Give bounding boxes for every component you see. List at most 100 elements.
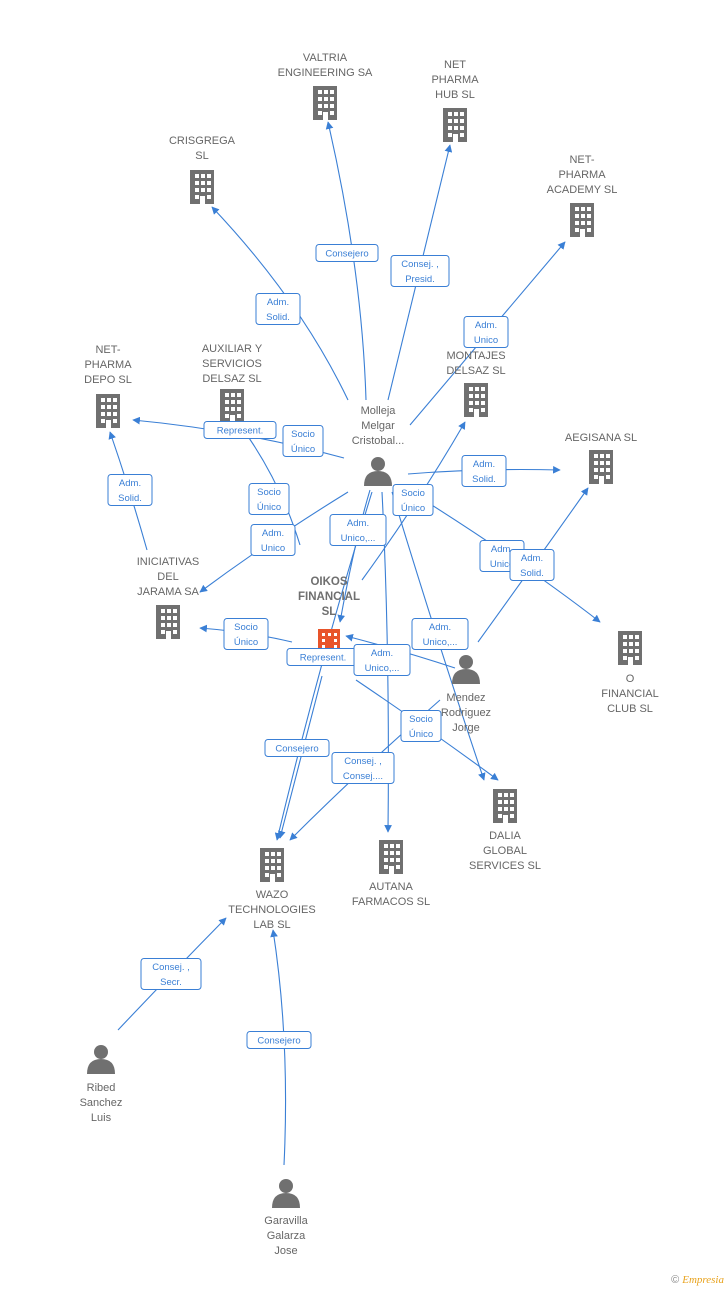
building-icon — [493, 789, 517, 823]
edge-label-iniciativas-depo[interactable]: Adm.Solid. — [107, 474, 153, 506]
edge-label-mendez-ofc[interactable]: Adm.Solid. — [509, 549, 555, 581]
building-icon — [589, 450, 613, 484]
edge-label-crisgrega[interactable]: Adm.Solid. — [255, 293, 301, 325]
building-icon — [464, 383, 488, 417]
building-icon — [260, 848, 284, 882]
edge-label-text: Adm.Unico,... — [423, 622, 458, 648]
edge-label-text: Adm.Unico — [474, 320, 498, 346]
building-icon — [313, 86, 337, 120]
footer-brand[interactable]: © Empresia — [671, 1274, 724, 1286]
edge-label-text: Adm.Solid. — [472, 459, 496, 485]
building-icon — [443, 108, 467, 142]
edge-label-text: Consejero — [275, 744, 318, 755]
building-icon — [379, 840, 403, 874]
building-icon — [96, 394, 120, 428]
edge-label-netdepo[interactable]: Represent. — [203, 421, 277, 439]
edge-label-mendez-oikos[interactable]: Adm.Unico,... — [411, 618, 469, 650]
edge-label-oikos-dalia[interactable]: Adm.Unico,... — [353, 644, 411, 676]
edge-label-text: Consej. ,Consej.... — [343, 756, 383, 782]
edge-label-text: Adm.Solid. — [520, 553, 544, 579]
edge-label-nethub[interactable]: Consej. ,Presid. — [390, 255, 450, 287]
edge-label-represent-oikos[interactable]: Represent. — [286, 648, 360, 666]
edge-label-wazo-consejero[interactable]: Consejero — [264, 739, 330, 757]
node-label: AEGISANA SL — [565, 432, 637, 444]
building-icon — [156, 605, 180, 639]
edge-label-netacademy[interactable]: Adm.Unico — [463, 316, 509, 348]
person-icon — [364, 457, 392, 486]
node-aegisana[interactable]: AEGISANA SL — [565, 432, 637, 484]
copyright-icon: © — [671, 1274, 680, 1286]
edge-label-valtria[interactable]: Consejero — [315, 244, 379, 262]
edge-label-text: Consejero — [257, 1036, 300, 1047]
edge-label-wazo-consej[interactable]: Consej. ,Consej.... — [331, 752, 395, 784]
edge-label-text: Consejero — [325, 249, 368, 260]
edge-label-text: Adm.Solid. — [266, 297, 290, 323]
building-icon — [190, 170, 214, 204]
brand-logo: Empresia — [682, 1274, 724, 1286]
edge-label-garavilla[interactable]: Consejero — [246, 1031, 312, 1049]
person-icon — [272, 1179, 300, 1208]
edge-label-text: Adm.Unico,... — [365, 648, 400, 674]
person-icon — [87, 1045, 115, 1074]
edge-label-text: Adm.Unico — [490, 544, 514, 570]
edge-label-text: Represent. — [217, 426, 263, 437]
edge-label-text: Consej. ,Secr. — [152, 962, 190, 988]
edge-molleja-valtria — [325, 121, 367, 401]
edge-label-text: Represent. — [300, 653, 346, 664]
edge-label-molleja-oikos[interactable]: Adm.Unico,... — [329, 514, 387, 546]
edge-oikos-wazo — [277, 675, 323, 839]
edge-label-text: Adm.Solid. — [118, 478, 142, 504]
edge-label-aegisana[interactable]: Adm.Solid. — [461, 455, 507, 487]
edge-label-text: Adm.Unico,... — [341, 518, 376, 544]
edge-label-text: Consej. ,Presid. — [401, 259, 439, 285]
edge-layer — [108, 121, 601, 1166]
edge-label-text: Adm.Unico — [261, 528, 285, 554]
edge-label-ribed[interactable]: Consej. ,Secr. — [140, 958, 202, 990]
edge-label-iniciativas-adm[interactable]: Adm.Unico — [250, 524, 296, 556]
